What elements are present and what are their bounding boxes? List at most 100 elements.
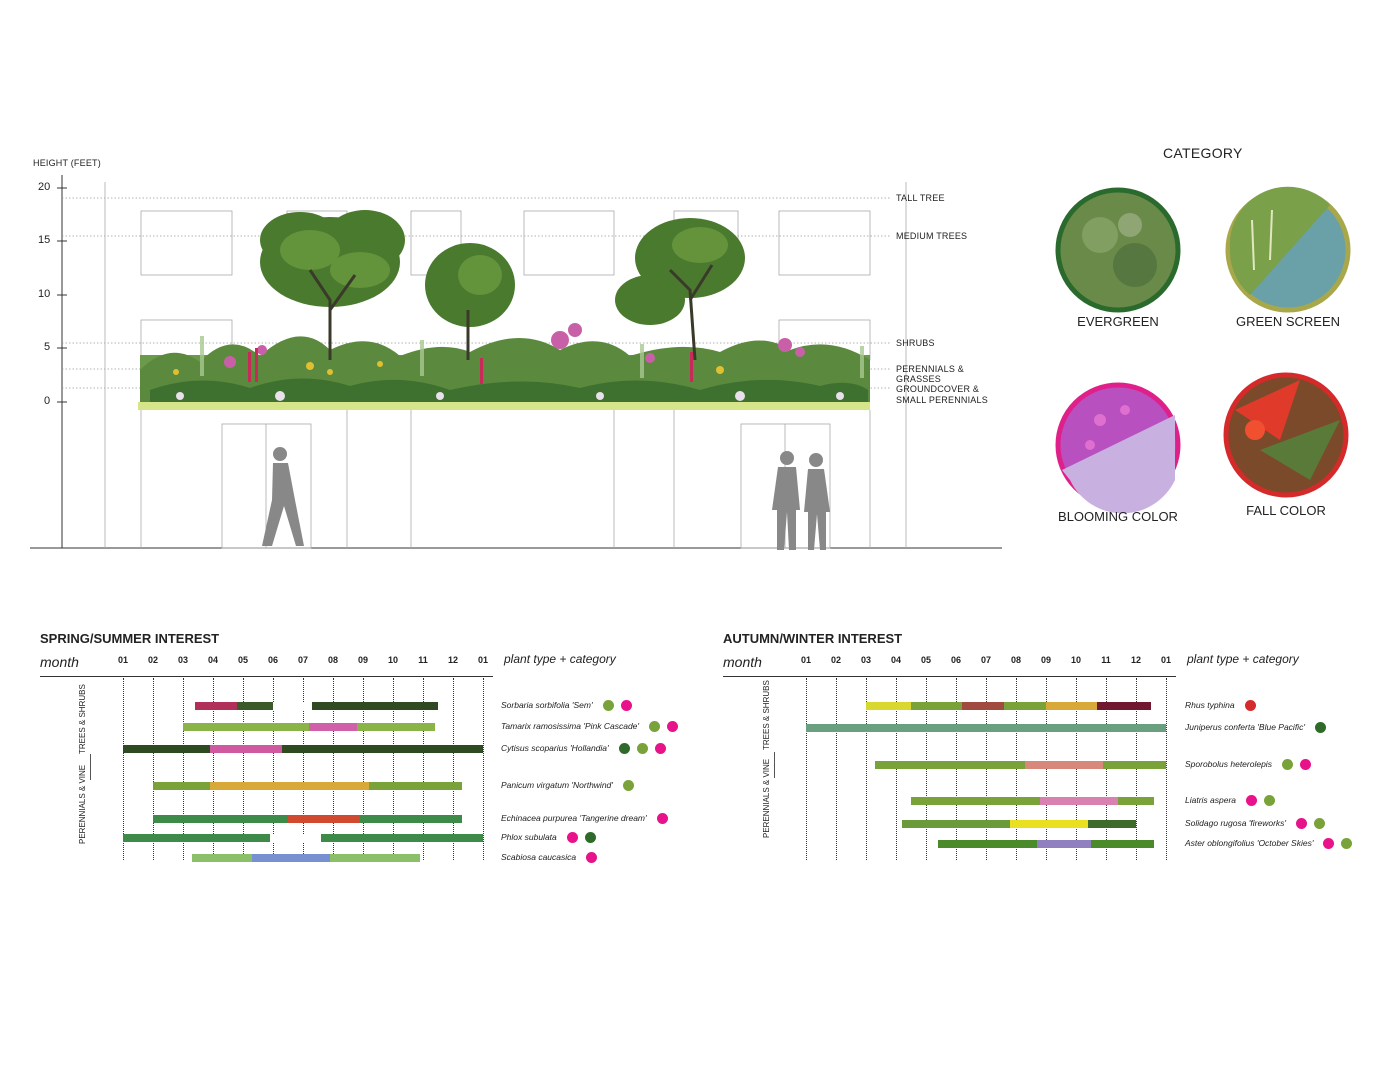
spring-month-9: 10 [387,655,398,665]
autumn-month-10: 11 [1101,655,1111,665]
spring-gridline-12 [483,678,484,860]
spring-gridline-1 [153,678,154,860]
autumn-title: AUTUMN/WINTER INTEREST [723,631,903,646]
spring-gridline-5 [273,678,274,860]
spring-bar-0-0 [195,702,237,710]
evergreen-swatch [1055,187,1181,313]
category-circles [1055,186,1351,514]
autumn-bar-2-1 [1025,761,1103,769]
autumn-group-perennials: PERENNIALS & VINE [762,758,771,838]
spring-bar-3-0 [153,782,210,790]
autumn-bar-3-0 [911,797,1040,805]
autumn-plant-name-4: Solidago rugosa 'fireworks' [1185,818,1287,828]
autumn-dot-3-1 [1264,795,1276,806]
spring-month-5: 06 [267,655,278,665]
spring-gridline-4 [243,678,244,860]
autumn-type-label: plant type + category [1187,652,1299,666]
spring-month-1: 02 [147,655,158,665]
spring-bar-3-2 [369,782,462,790]
spring-month-3: 04 [207,655,218,665]
spring-dot-0-1 [620,700,632,711]
autumn-gridline-10 [1106,678,1107,860]
level-perennials: PERENNIALS & GRASSES [896,364,964,384]
autumn-dot-0-0 [1244,700,1256,711]
level-medium-trees: MEDIUM TREES [896,231,968,241]
autumn-bar-5-2 [1091,840,1154,848]
autumn-dot-5-0 [1323,838,1335,849]
spring-gridline-11 [453,678,454,860]
level-shrubs: SHRUBS [896,338,935,348]
autumn-dot-4-1 [1314,818,1326,829]
autumn-gridline-6 [986,678,987,860]
spring-dot-5-0 [566,832,578,843]
autumn-bar-0-2 [962,702,1004,710]
spring-bar-6-0 [192,854,252,862]
spring-month-6: 07 [297,655,308,665]
level-groundcover: GROUNDCOVER & [896,384,980,394]
category-blooming-color: BLOOMING COLOR [1058,509,1178,524]
spring-gridline-7 [333,678,334,860]
spring-bar-1-2 [357,723,435,731]
spring-summer-chart: SPRING/SUMMER INTEREST month plant type … [0,620,700,880]
spring-gridline-9 [393,678,394,860]
autumn-dot-5-1 [1341,838,1353,849]
spring-gridline-10 [423,678,424,860]
autumn-gridline-2 [866,678,867,860]
spring-bar-1-0 [183,723,309,731]
autumn-month-6: 07 [980,655,991,665]
spring-month-10: 11 [418,655,428,665]
autumn-month-4: 05 [920,655,931,665]
spring-month-4: 05 [237,655,248,665]
autumn-dot-4-0 [1296,818,1308,829]
autumn-dot-2-1 [1299,759,1311,770]
autumn-bar-4-2 [1088,820,1136,828]
spring-bar-3-1 [210,782,369,790]
autumn-month-9: 10 [1070,655,1081,665]
spring-plant-name-5: Phlox subulata [501,832,557,842]
autumn-month-11: 12 [1130,655,1141,665]
spring-dot-3-0 [622,780,634,791]
spring-plant-name-0: Sorbaria sorbifolia 'Sem' [501,700,593,710]
level-small-perennials: SMALL PERENNIALS [896,395,988,405]
spring-dot-5-1 [584,832,596,843]
spring-gridline-2 [183,678,184,860]
category-fall-color: FALL COLOR [1246,503,1326,518]
spring-dot-4-0 [656,813,668,824]
autumn-gridline-7 [1016,678,1017,860]
spring-gridline-0 [123,678,124,860]
autumn-dot-2-0 [1281,759,1293,770]
autumn-gridline-9 [1076,678,1077,860]
spring-bar-0-2 [273,702,312,710]
autumn-bar-2-2 [1103,761,1166,769]
spring-plant-name-2: Cytisus scoparius 'Hollandia' [501,743,609,753]
autumn-plant-name-0: Rhus typhina [1185,700,1235,710]
spring-plant-name-4: Echinacea purpurea 'Tangerine dream' [501,813,647,823]
autumn-bar-0-0 [866,702,911,710]
fall-color-swatch [1223,372,1349,498]
spring-bar-4-1 [288,815,360,823]
spring-dot-2-1 [636,743,648,754]
spring-month-12: 01 [477,655,488,665]
autumn-bar-4-1 [1010,820,1088,828]
autumn-month-7: 08 [1010,655,1021,665]
autumn-group-trees: TREES & SHRUBS [762,680,771,750]
y-axis-ticks [57,187,67,403]
autumn-gridline-4 [926,678,927,860]
spring-dot-6-0 [586,852,598,863]
autumn-gridline-1 [836,678,837,860]
autumn-header-rule [723,676,1176,677]
spring-gridline-3 [213,678,214,860]
spring-bar-4-2 [360,815,462,823]
autumn-bar-0-5 [1097,702,1151,710]
y-tick-5: 5 [44,341,51,353]
spring-month-11: 12 [447,655,458,665]
autumn-month-label: month [723,654,762,670]
blooming-color-swatch [1055,382,1181,514]
y-tick-10: 10 [38,288,51,300]
people-silhouettes [262,447,830,550]
autumn-plant-name-2: Sporobolus heterolepis [1185,759,1272,769]
autumn-gridline-11 [1136,678,1137,860]
autumn-group-divider [774,752,775,778]
autumn-bar-0-3 [1004,702,1046,710]
height-axis-label: HEIGHT (FEET) [33,158,101,168]
